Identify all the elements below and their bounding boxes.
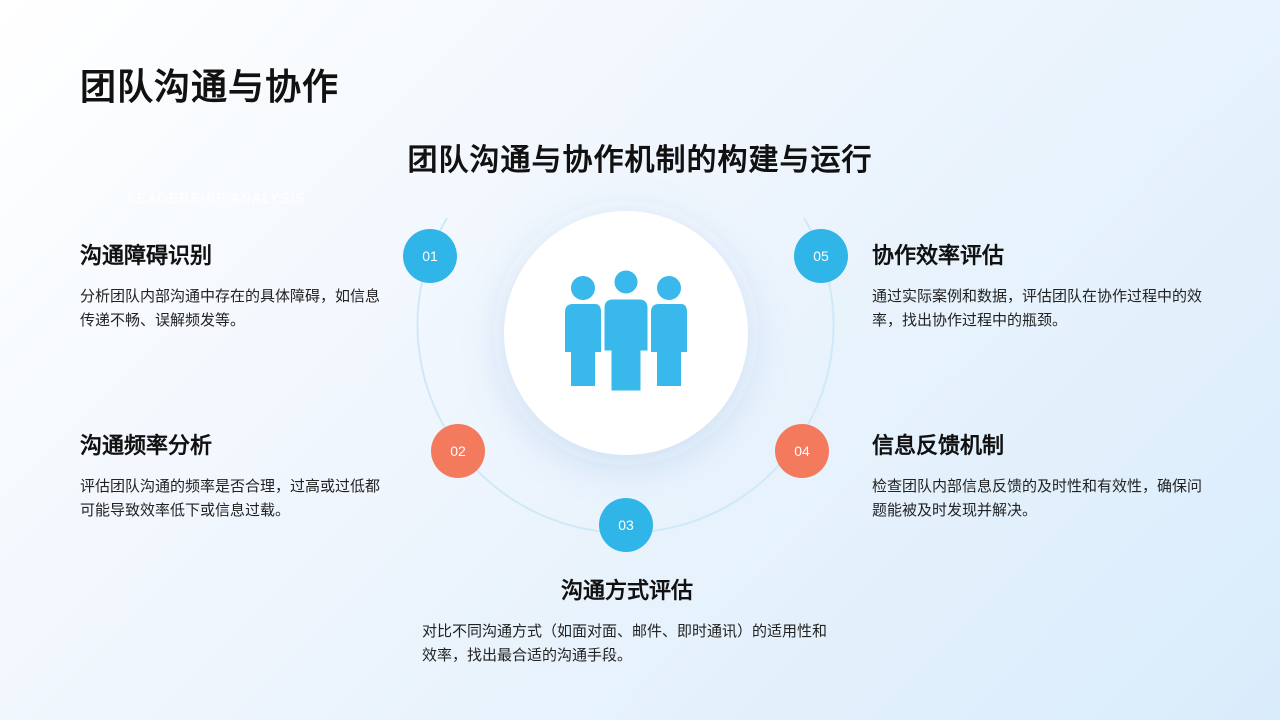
item-communication-frequency: 沟通频率分析 评估团队沟通的频率是否合理，过高或过低都可能导致效率低下或信息过载… bbox=[80, 428, 380, 522]
step-node-01: 01 bbox=[403, 229, 457, 283]
item-description: 评估团队沟通的频率是否合理，过高或过低都可能导致效率低下或信息过载。 bbox=[80, 477, 381, 519]
item-title: 沟通障碍识别 bbox=[80, 244, 213, 269]
item-title: 信息反馈机制 bbox=[872, 434, 1005, 459]
item-description: 通过实际案例和数据，评估团队在协作过程中的效率，找出协作过程中的瓶颈。 bbox=[872, 287, 1203, 329]
item-collaboration-efficiency: 协作效率评估 通过实际案例和数据，评估团队在协作过程中的效率，找出协作过程中的瓶… bbox=[872, 238, 1212, 332]
step-number: 05 bbox=[813, 248, 829, 264]
step-node-02: 02 bbox=[431, 424, 485, 478]
team-people-icon bbox=[565, 268, 687, 394]
watermark-text: LEADERSHIP ANALYSIS bbox=[128, 190, 306, 206]
item-description: 分析团队内部沟通中存在的具体障碍，如信息传递不畅、误解频发等。 bbox=[80, 287, 381, 329]
item-description: 对比不同沟通方式（如面对面、邮件、即时通讯）的适用性和效率，找出最合适的沟通手段… bbox=[422, 622, 828, 664]
item-description: 检查团队内部信息反馈的及时性和有效性，确保问题能被及时发现并解决。 bbox=[872, 477, 1203, 519]
item-communication-barriers: 沟通障碍识别 分析团队内部沟通中存在的具体障碍，如信息传递不畅、误解频发等。 bbox=[80, 238, 380, 332]
step-number: 03 bbox=[618, 517, 634, 533]
step-node-04: 04 bbox=[775, 424, 829, 478]
page-title: 团队沟通与协作 bbox=[80, 67, 340, 108]
center-circle bbox=[504, 211, 748, 455]
step-node-03: 03 bbox=[599, 498, 653, 552]
item-feedback-mechanism: 信息反馈机制 检查团队内部信息反馈的及时性和有效性，确保问题能被及时发现并解决。 bbox=[872, 428, 1212, 522]
item-title: 协作效率评估 bbox=[872, 244, 1005, 269]
item-title: 沟通方式评估 bbox=[560, 579, 693, 604]
step-number: 01 bbox=[422, 248, 438, 264]
diagram-subtitle: 团队沟通与协作机制的构建与运行 bbox=[407, 143, 873, 178]
step-node-05: 05 bbox=[794, 229, 848, 283]
item-communication-methods: 沟通方式评估 对比不同沟通方式（如面对面、邮件、即时通讯）的适用性和效率，找出最… bbox=[422, 573, 832, 667]
step-number: 04 bbox=[794, 443, 810, 459]
item-title: 沟通频率分析 bbox=[80, 434, 213, 459]
step-number: 02 bbox=[450, 443, 466, 459]
